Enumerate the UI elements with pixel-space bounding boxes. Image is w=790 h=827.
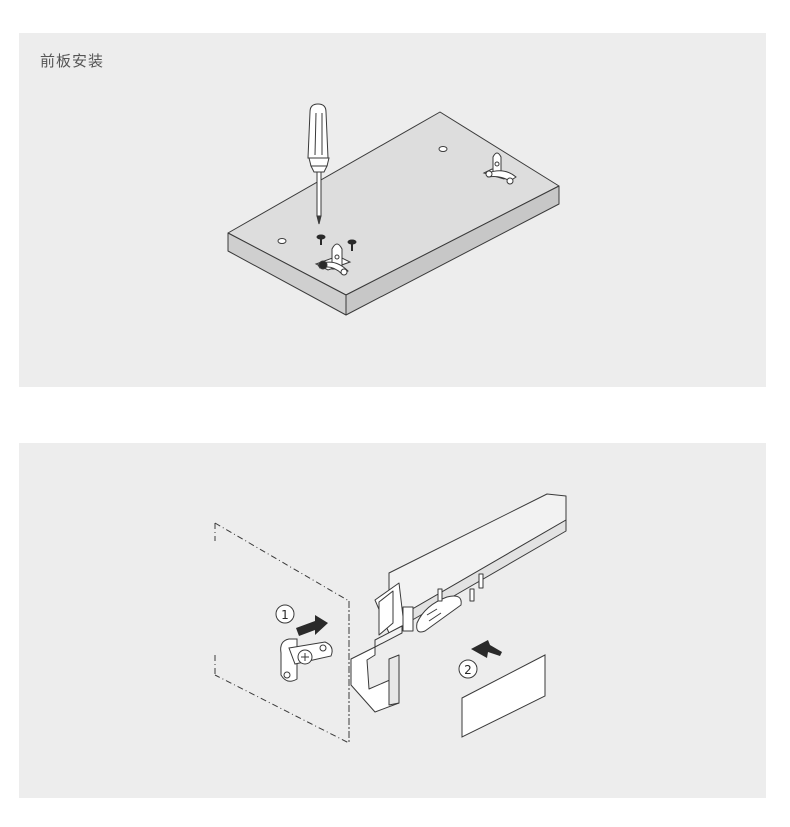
step1-badge	[275, 604, 295, 624]
front-panel-installation-diagram	[227, 103, 560, 316]
front-board	[227, 111, 560, 316]
bracket-icon	[482, 152, 517, 185]
bracket-icon	[280, 638, 333, 682]
step2-badge	[458, 659, 478, 679]
arrow-right-icon	[296, 615, 328, 636]
arrow-left-icon	[471, 640, 502, 658]
slide-rail	[350, 493, 567, 713]
panel-title: 前板安装	[40, 52, 105, 70]
hole-right	[438, 146, 448, 152]
step1-label: 1	[281, 608, 289, 622]
screw-icon	[316, 234, 326, 245]
drawer-front-mounting-diagram: 1 2	[214, 493, 567, 744]
bracket-icon	[314, 243, 352, 276]
front-panel-outline	[214, 522, 350, 744]
bottom-instruction-panel: 1 2	[19, 443, 766, 798]
hole-left	[277, 238, 287, 244]
top-instruction-panel: 前板安装	[19, 33, 766, 387]
step2-label: 2	[464, 663, 472, 677]
cover-plate	[461, 654, 546, 738]
screw-icon	[347, 239, 357, 251]
screwdriver-icon	[307, 103, 330, 225]
